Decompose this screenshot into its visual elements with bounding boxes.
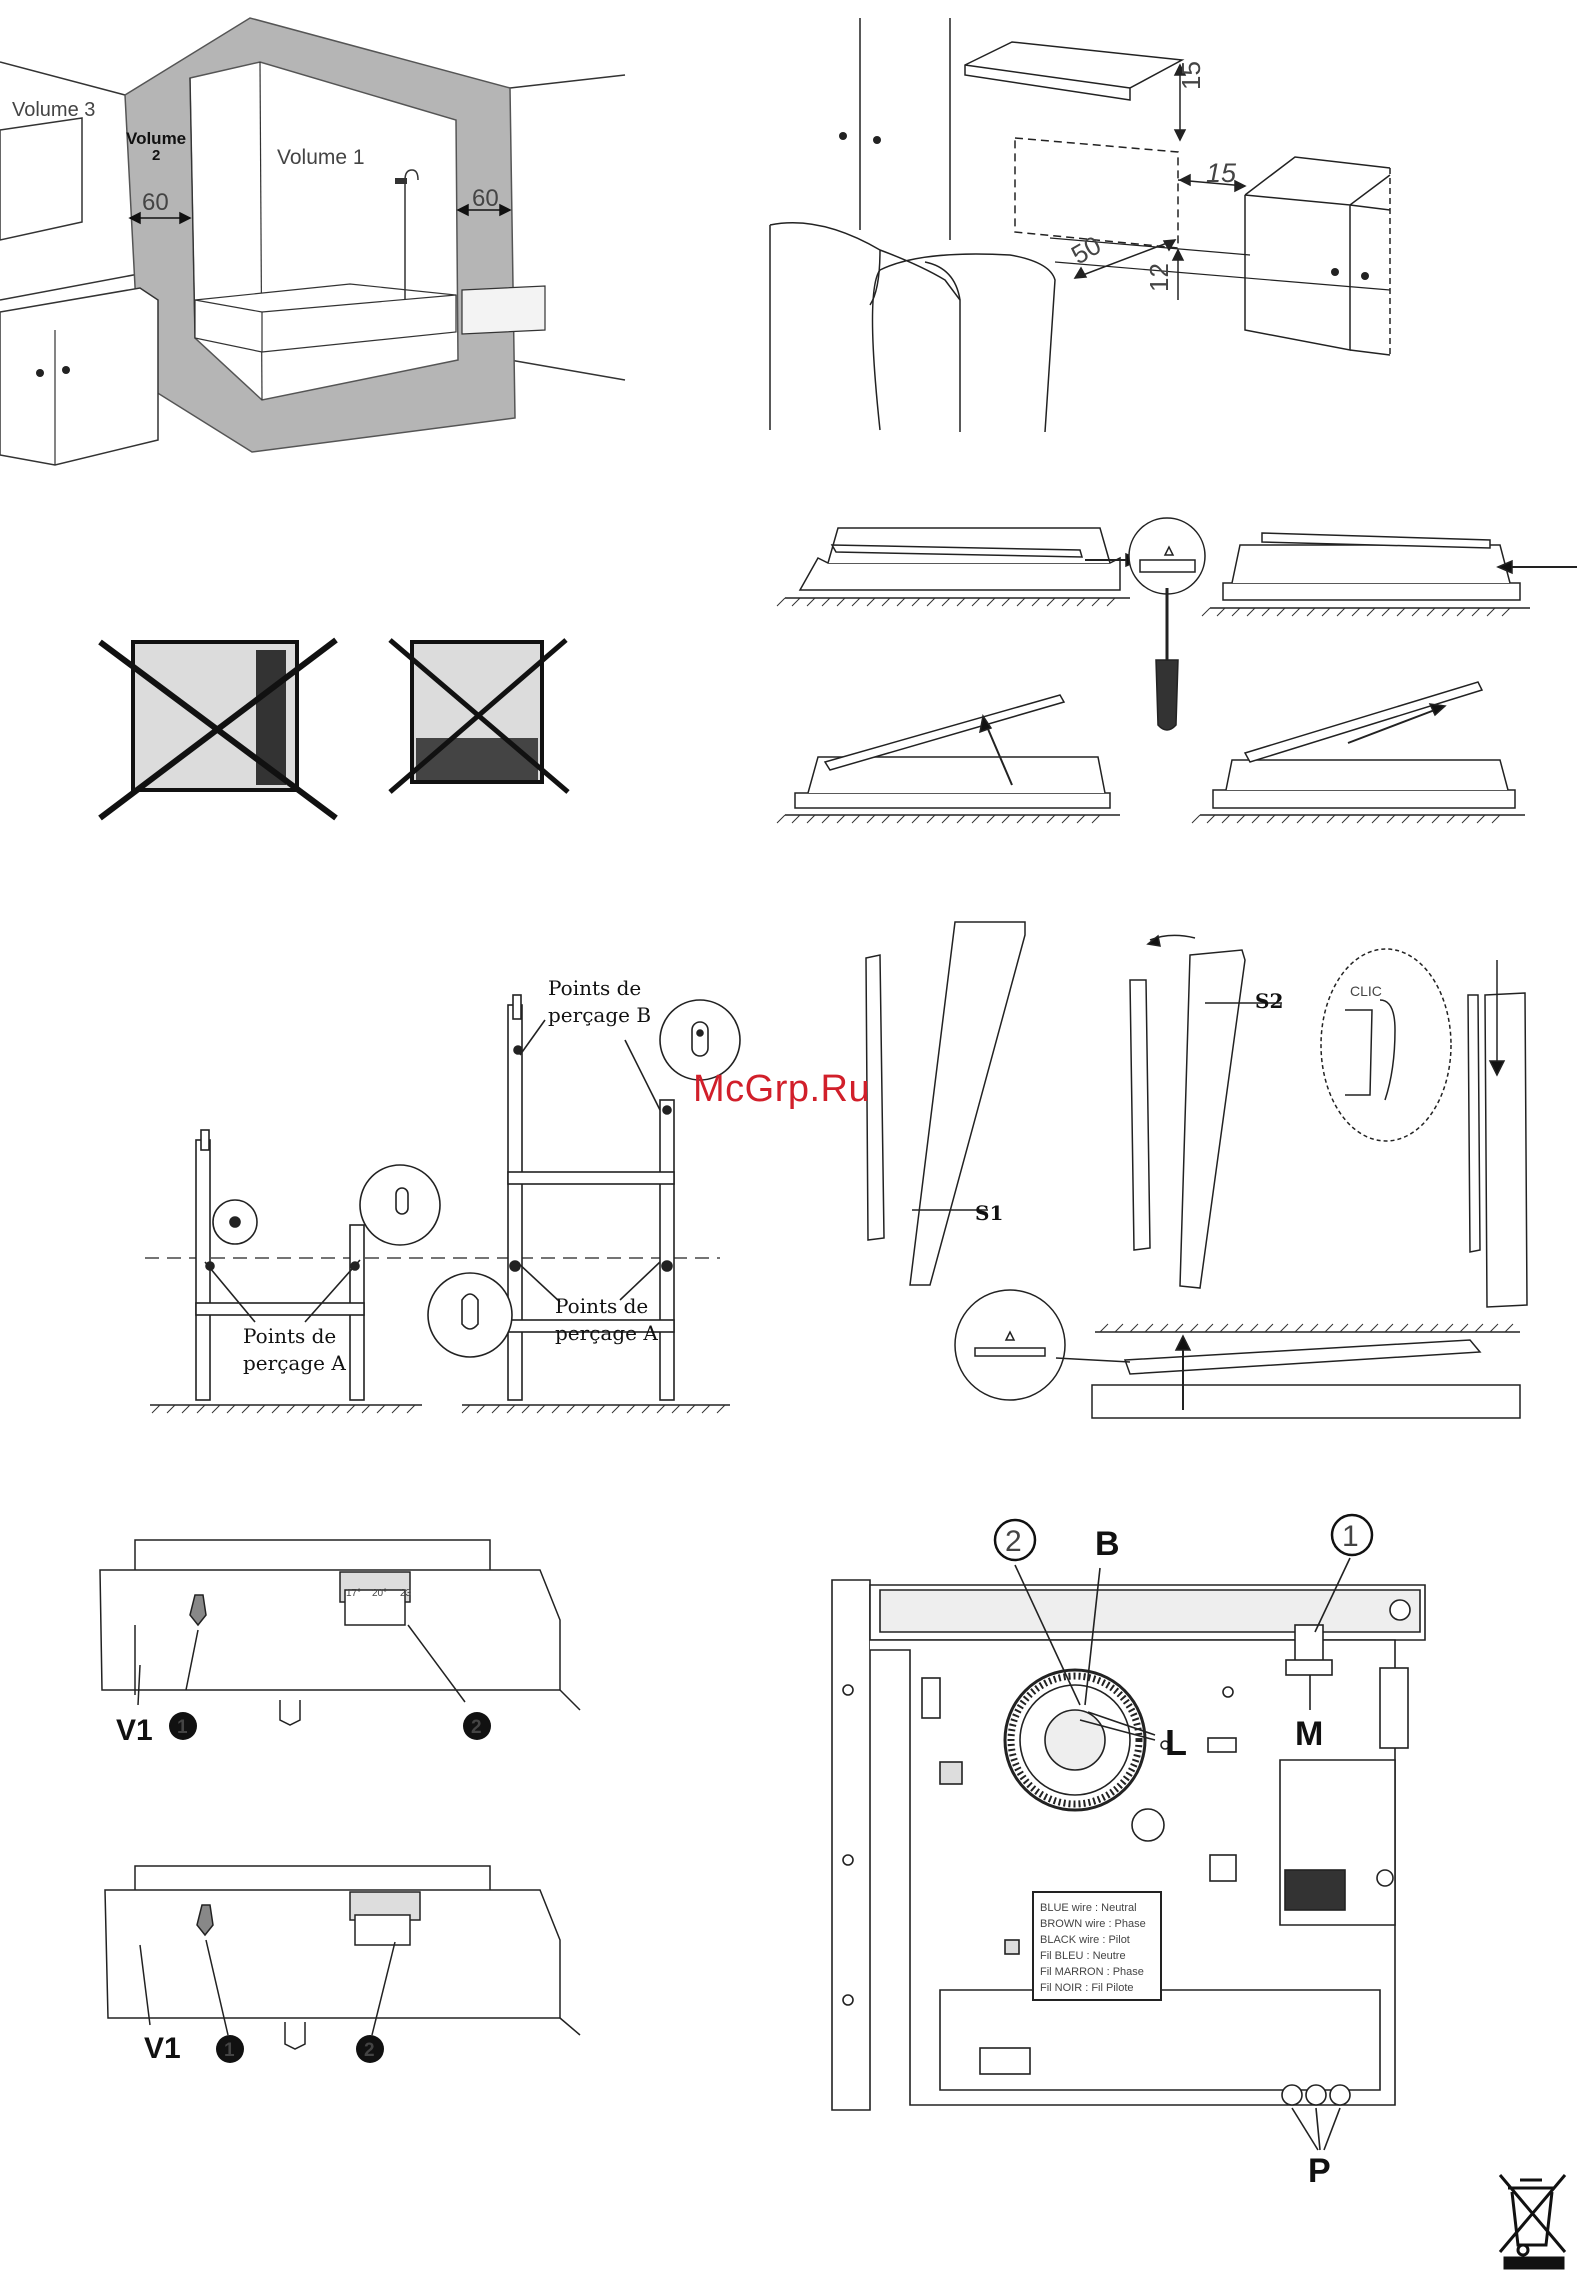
scale-low: 17°: [346, 1588, 361, 1599]
volume2-label-line1: Volume: [126, 129, 186, 148]
scale-high: 23: [400, 1588, 412, 1599]
drill-b-label-line1: Points de: [548, 976, 641, 1000]
label-b: B: [1095, 1525, 1120, 1563]
s2-label: S2: [1255, 989, 1283, 1013]
marker-1-bottom-text: 1: [224, 2040, 235, 2061]
marker-2-top-text: 2: [471, 1717, 482, 1738]
drill-a-left-label-line2: perçage A: [243, 1351, 346, 1375]
mounting-hatching: [1100, 1324, 1513, 1332]
bracket-removal-figure: [785, 518, 1577, 815]
v1-label-top: V1: [116, 1714, 153, 1747]
legend-line-2: BROWN wire : Phase: [1040, 1918, 1146, 1930]
clearance-front: 50: [1066, 230, 1106, 270]
callout-1-text: 1: [1342, 1520, 1359, 1553]
legend-line-1: BLUE wire : Neutral: [1040, 1902, 1137, 1914]
bathroom-volumes-figure: Volume 3 Volume 2 Volume 1 60 60: [0, 18, 625, 465]
volume1-label: Volume 1: [277, 146, 365, 169]
legend-line-5: Fil MARRON : Phase: [1040, 1966, 1144, 1978]
dimension-60-left: 60: [142, 189, 169, 216]
drill-b-label-line2: perçage B: [548, 1003, 651, 1027]
label-m: M: [1295, 1715, 1323, 1753]
wiring-legend-box: BLUE wire : Neutral BROWN wire : Phase B…: [1033, 1892, 1161, 2000]
clearance-floor: 12: [1144, 263, 1174, 292]
wiring-back-view: [832, 1558, 1425, 2150]
legend-line-6: Fil NOIR : Fil Pilote: [1040, 1982, 1134, 1994]
scale-mid: 20°: [372, 1588, 387, 1599]
marker-1-top-text: 1: [177, 1717, 188, 1738]
weee-crossed-bin-icon: [1500, 2175, 1565, 2268]
s1-label: S1: [975, 1201, 1003, 1225]
dimension-60-right: 60: [472, 185, 499, 212]
forbidden-positions-figure: [100, 640, 568, 818]
clearance-side: 15: [1206, 158, 1237, 188]
watermark-text: McGrp.Ru: [693, 1068, 870, 1111]
clearance-top: 15: [1176, 61, 1206, 90]
volume2-label-line2: 2: [152, 147, 160, 164]
floor-hatching-panel5: [152, 1405, 725, 1413]
drill-a-right-label-line1: Points de: [555, 1294, 648, 1318]
legend-line-4: Fil BLEU : Neutre: [1040, 1950, 1126, 1962]
clic-label: CLIC: [1350, 983, 1382, 999]
drill-a-right-label-line2: perçage A: [555, 1321, 658, 1345]
label-p: P: [1308, 2152, 1331, 2190]
forbidden-under-window: [390, 640, 568, 792]
forbidden-under-socket: [100, 640, 336, 818]
mounting-labels: S1 S2 CLIC: [975, 983, 1382, 1225]
legend-line-3: BLACK wire : Pilot: [1040, 1934, 1130, 1946]
clearance-labels: 15 15 12 50: [1066, 61, 1237, 292]
side-view-top: [100, 1540, 580, 1725]
side-view-bottom: [105, 1866, 580, 2049]
volume3-label: Volume 3: [12, 99, 95, 121]
mounting-sequence-figure: [866, 922, 1527, 1418]
v1-label-bottom: V1: [144, 2032, 181, 2065]
callout-2-text: 2: [1005, 1525, 1022, 1558]
drill-a-left-label-line1: Points de: [243, 1324, 336, 1348]
clearance-distances-figure: [770, 18, 1390, 432]
label-l: L: [1165, 1722, 1187, 1763]
marker-2-bottom-text: 2: [364, 2040, 375, 2061]
